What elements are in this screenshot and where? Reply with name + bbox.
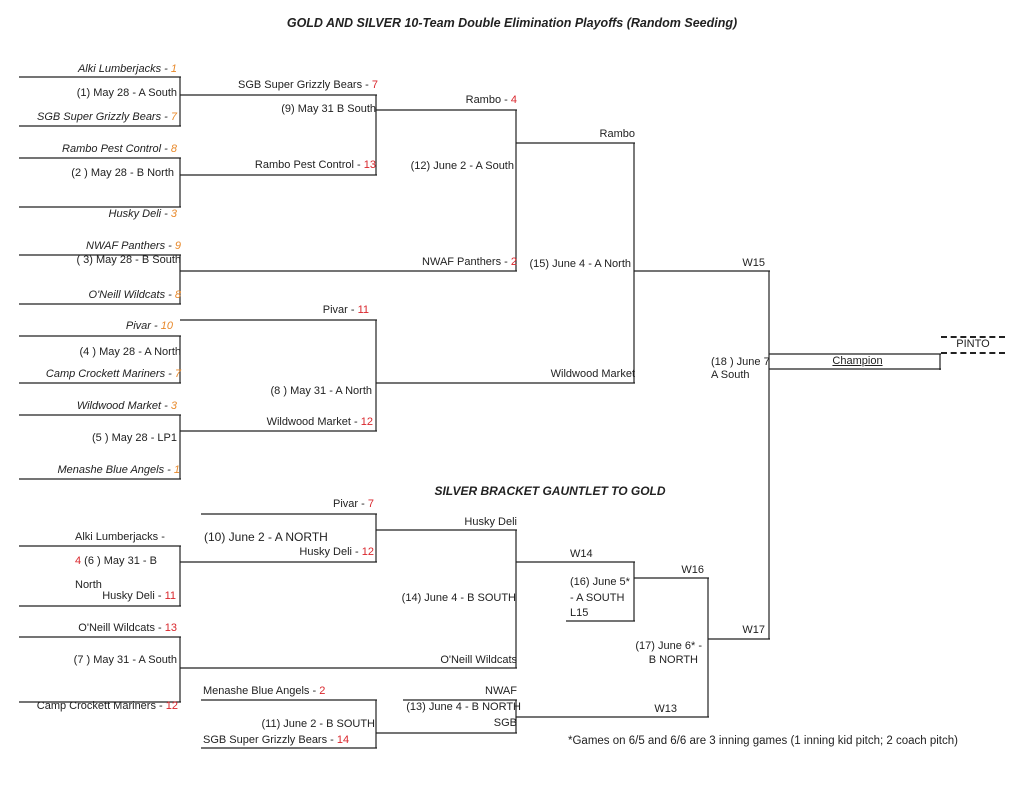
team-label: Wildwood Market — [550, 368, 635, 380]
game-label: (12) June 2 - A South — [410, 160, 514, 172]
team-label: Husky Deli - 3 — [108, 208, 177, 220]
team-label: Pivar - 7 — [333, 498, 374, 510]
footnote: *Games on 6/5 and 6/6 are 3 inning games… — [568, 735, 958, 747]
team-label: O'Neill Wildcats - 13 — [78, 622, 177, 634]
game-label: 4 (6 ) May 31 - B — [75, 555, 157, 567]
team-label: Wildwood Market - 3 — [76, 400, 177, 412]
team-label: Rambo Pest Control - 13 — [254, 159, 376, 171]
champion-label: Champion — [832, 355, 883, 367]
game-label: (14) June 4 - B SOUTH — [401, 592, 516, 604]
team-label: NWAF Panthers - 9 — [86, 240, 181, 252]
pinto-label: PINTO — [956, 338, 990, 350]
team-label: Menashe Blue Angels - 2 — [203, 685, 326, 697]
game-label: (15) June 4 - A North — [529, 258, 632, 270]
team-label: SGB Super Grizzly Bears - 7 — [238, 79, 378, 91]
game-label: A South — [711, 369, 750, 381]
team-label: Alki Lumberjacks - — [75, 531, 165, 543]
team-label: Husky Deli - 12 — [299, 546, 374, 558]
game-label: (18 ) June 7 — [711, 356, 770, 368]
team-label: L15 — [570, 607, 589, 619]
page-title: GOLD AND SILVER 10-Team Double Eliminati… — [286, 16, 738, 30]
game-label: (5 ) May 28 - LP1 — [92, 432, 177, 444]
team-label: Camp Crockett Mariners - 12 — [36, 700, 178, 712]
team-label: Husky Deli - 11 — [102, 590, 176, 602]
game-label: (4 ) May 28 - A North — [79, 346, 181, 358]
silver-title: SILVER BRACKET GAUNTLET TO GOLD — [434, 484, 666, 498]
team-label: Rambo Pest Control - 8 — [62, 143, 177, 155]
game-label: B NORTH — [648, 654, 698, 666]
game-label: ( 3) May 28 - B South — [76, 254, 181, 266]
team-label: W13 — [654, 703, 677, 715]
game-label: (17) June 6* - — [635, 640, 702, 652]
game-label: (8 ) May 31 - A North — [270, 385, 372, 397]
game-label: (9) May 31 B South — [281, 103, 376, 115]
game-label: - A SOUTH — [570, 592, 625, 604]
team-label: W15 — [742, 257, 765, 269]
team-label: Husky Deli — [464, 516, 517, 528]
team-label: SGB Super Grizzly Bears - 7 — [37, 111, 177, 123]
game-label: North — [75, 579, 102, 591]
team-label: NWAF Panthers - 2 — [422, 256, 517, 268]
team-label: Pivar - 10 — [125, 320, 173, 332]
pinto-bar — [941, 352, 1005, 354]
team-label: Rambo — [599, 128, 635, 140]
team-label: Rambo - 4 — [465, 94, 517, 106]
pinto-logo: PINTO — [941, 336, 1005, 354]
team-label: W17 — [742, 624, 765, 636]
team-label: SGB — [493, 717, 517, 729]
team-label: O'Neill Wildcats — [440, 654, 517, 666]
game-label: (11) June 2 - B SOUTH — [261, 718, 376, 730]
team-label: O'Neill Wildcats - 8 — [88, 289, 181, 301]
team-label: Alki Lumberjacks - 1 — [77, 63, 177, 75]
game-label: (10) June 2 - A NORTH — [204, 530, 328, 544]
team-label: Camp Crockett Mariners - 7 — [45, 368, 181, 380]
game-label: (1) May 28 - A South — [76, 87, 177, 99]
team-label: W14 — [570, 548, 593, 560]
game-label: (7 ) May 31 - A South — [73, 654, 177, 666]
team-label: Wildwood Market - 12 — [266, 416, 373, 428]
team-label: Menashe Blue Angels - 1 — [57, 464, 180, 476]
team-label: NWAF — [485, 685, 517, 697]
team-label: Pivar - 11 — [322, 304, 369, 316]
pinto-bar — [941, 336, 1005, 338]
game-label: (16) June 5* — [570, 576, 630, 588]
game-label: (13) June 4 - B NORTH — [406, 701, 521, 713]
game-label: (2 ) May 28 - B North — [71, 167, 174, 179]
team-label: SGB Super Grizzly Bears - 14 — [203, 734, 350, 746]
team-label: W16 — [681, 564, 704, 576]
